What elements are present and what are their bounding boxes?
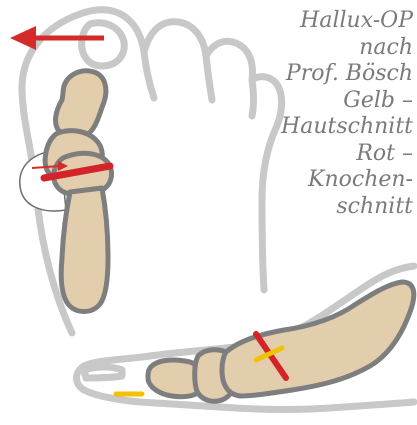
caption-line: nach: [263, 35, 413, 62]
caption-line: Gelb –: [263, 88, 413, 115]
caption-line: Hautschnitt: [263, 114, 413, 141]
caption-line: Knochen-: [263, 167, 413, 194]
caption-line: schnitt: [263, 194, 413, 221]
caption: Hallux-OP nach Prof. Bösch Gelb – Hautsc…: [263, 8, 413, 220]
caption-line: Rot –: [263, 141, 413, 168]
distal-phalanx: [56, 71, 106, 138]
arrow-left-icon: [10, 26, 104, 50]
side-metatarsal: [222, 282, 414, 396]
caption-line: Hallux-OP: [263, 8, 413, 35]
caption-line: Prof. Bösch: [263, 61, 413, 88]
first-metatarsal-shaft: [61, 188, 108, 312]
bones-side: [148, 282, 414, 401]
